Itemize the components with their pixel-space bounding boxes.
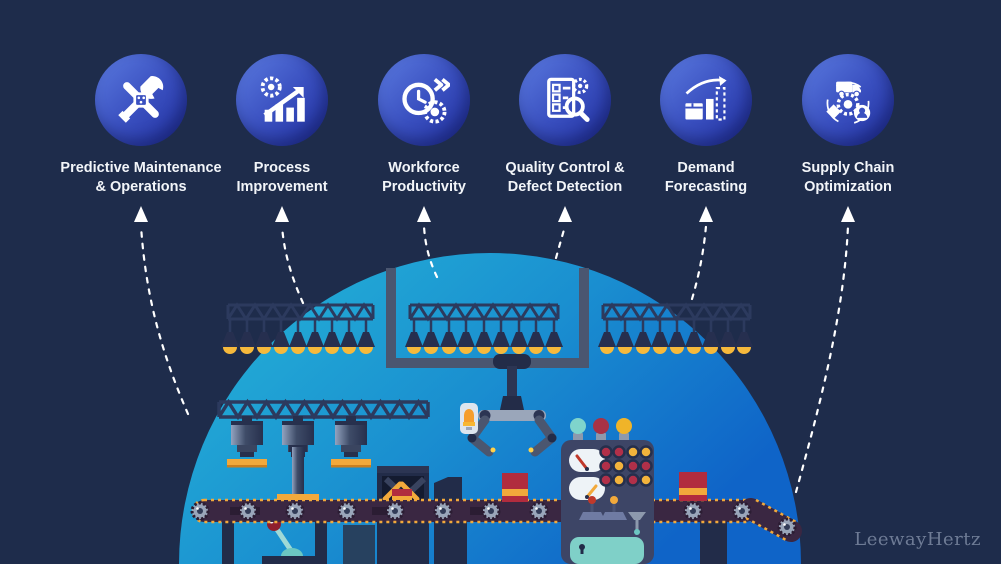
arrow-predictive-maintenance: [139, 224, 190, 416]
gantry-frame: [386, 268, 589, 368]
usecase-predictive-maintenance: Predictive Maintenance& Operations: [53, 54, 229, 196]
gear-growth-chart-icon: [236, 54, 328, 146]
brand-watermark: LeewayHertz: [854, 529, 981, 550]
product-boxes: [502, 472, 707, 502]
press-truss: [217, 398, 430, 421]
truck-gear-package-user-icon: [802, 54, 894, 146]
arrow-workforce-productivity: [422, 224, 439, 279]
panel-bulbs: [570, 418, 632, 441]
package-bar-chart-arrow-icon: [660, 54, 752, 146]
arrow-process-improvement: [280, 224, 305, 305]
usecase-label: Predictive Maintenance& Operations: [60, 160, 222, 195]
connector-arrows: [139, 224, 850, 494]
arrow-heads: [134, 206, 855, 222]
panel-gauges: [569, 449, 605, 500]
usecase-quality-control: Quality Control &Defect Detection: [477, 54, 653, 196]
arrow-quality-control: [554, 224, 567, 260]
panel-indicator-lights: [599, 445, 653, 487]
wrench-screwdriver-chip-icon: [95, 54, 187, 146]
usecase-label: Quality Control &Defect Detection: [505, 160, 625, 195]
arrow-supply-chain: [794, 224, 850, 494]
arrow-demand-forecasting: [690, 224, 708, 301]
robotic-claw: [467, 354, 557, 457]
panel-switches: [579, 496, 646, 535]
warning-beacon: [460, 403, 478, 434]
floor-structures: [222, 477, 727, 564]
checklist-gear-magnifier-icon: [519, 54, 611, 146]
clock-gear-fast-forward-icon: [378, 54, 470, 146]
panel-screen: [570, 537, 644, 564]
ceiling-truss-left: [226, 302, 375, 322]
control-panel: [561, 418, 654, 564]
